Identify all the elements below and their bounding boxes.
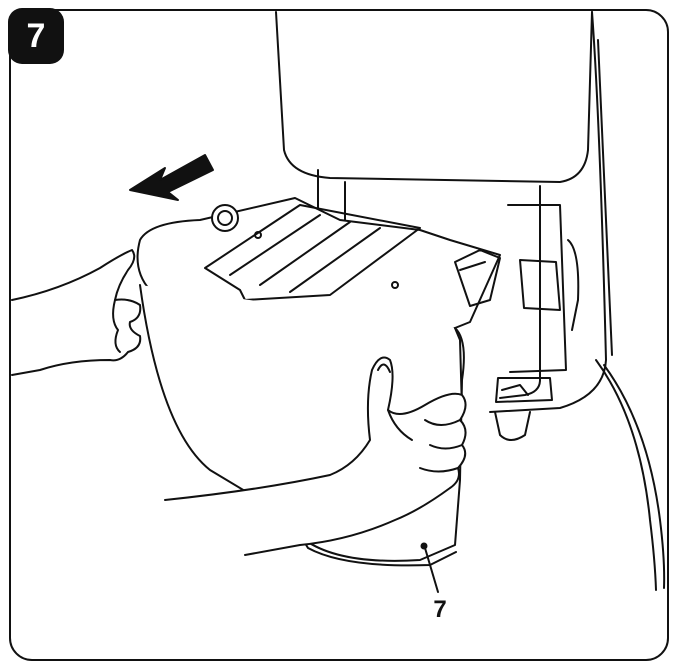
thumbnail bbox=[377, 363, 391, 373]
callout-label: 7 bbox=[433, 596, 447, 623]
power-cord-2 bbox=[603, 364, 666, 589]
lid-cap bbox=[211, 204, 239, 232]
appliance-foot bbox=[494, 411, 531, 441]
appliance-housing bbox=[275, 11, 593, 183]
step-number-badge: 7 bbox=[8, 8, 64, 64]
right-hand-fingers bbox=[387, 409, 463, 473]
lid-screw bbox=[254, 231, 262, 239]
lid-screw-2 bbox=[391, 281, 399, 289]
appliance-side bbox=[489, 11, 607, 413]
lid-cap-inner bbox=[217, 210, 233, 226]
float-indicator bbox=[454, 249, 501, 307]
front-lip bbox=[495, 377, 553, 403]
appliance-side-edge bbox=[597, 39, 613, 356]
left-hand-finger bbox=[112, 299, 121, 353]
arrow-left-icon bbox=[129, 154, 214, 201]
cavity-slot bbox=[519, 259, 561, 311]
left-hand bbox=[11, 249, 142, 376]
cavity-inner bbox=[507, 204, 567, 373]
tank-edge bbox=[454, 327, 463, 411]
lid-rib bbox=[229, 214, 381, 293]
tank-base bbox=[299, 534, 457, 567]
power-cord bbox=[595, 359, 657, 591]
callout-leader bbox=[424, 547, 439, 593]
right-arm bbox=[164, 356, 467, 556]
side-handle bbox=[567, 239, 580, 331]
lid-handle bbox=[204, 204, 421, 301]
